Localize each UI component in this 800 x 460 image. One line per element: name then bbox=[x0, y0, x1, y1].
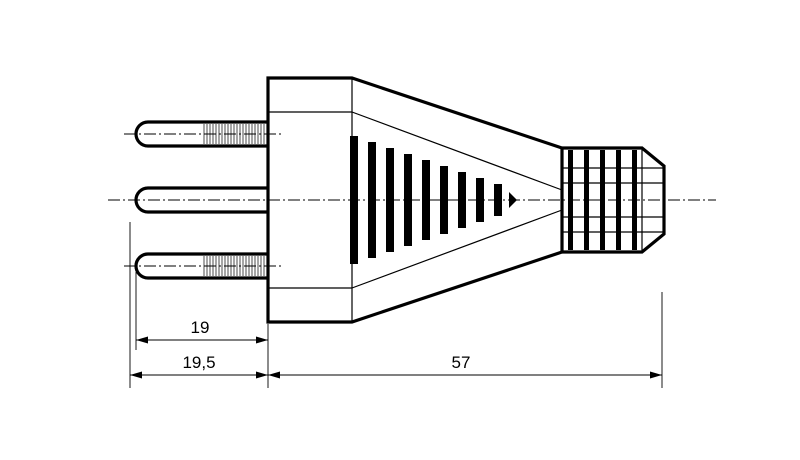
dimension-pin-total: 19,5 bbox=[130, 353, 268, 379]
dimension-label-pin-length: 19 bbox=[191, 318, 210, 337]
center-lines bbox=[108, 133, 716, 267]
dimension-label-body-length: 57 bbox=[452, 353, 471, 372]
dimension-label-pin-total: 19,5 bbox=[182, 353, 215, 372]
dimension-pin-length: 19 bbox=[136, 318, 268, 344]
dimension-body-length: 57 bbox=[268, 353, 662, 379]
dimensions: 19 19,5 57 bbox=[129, 222, 663, 388]
